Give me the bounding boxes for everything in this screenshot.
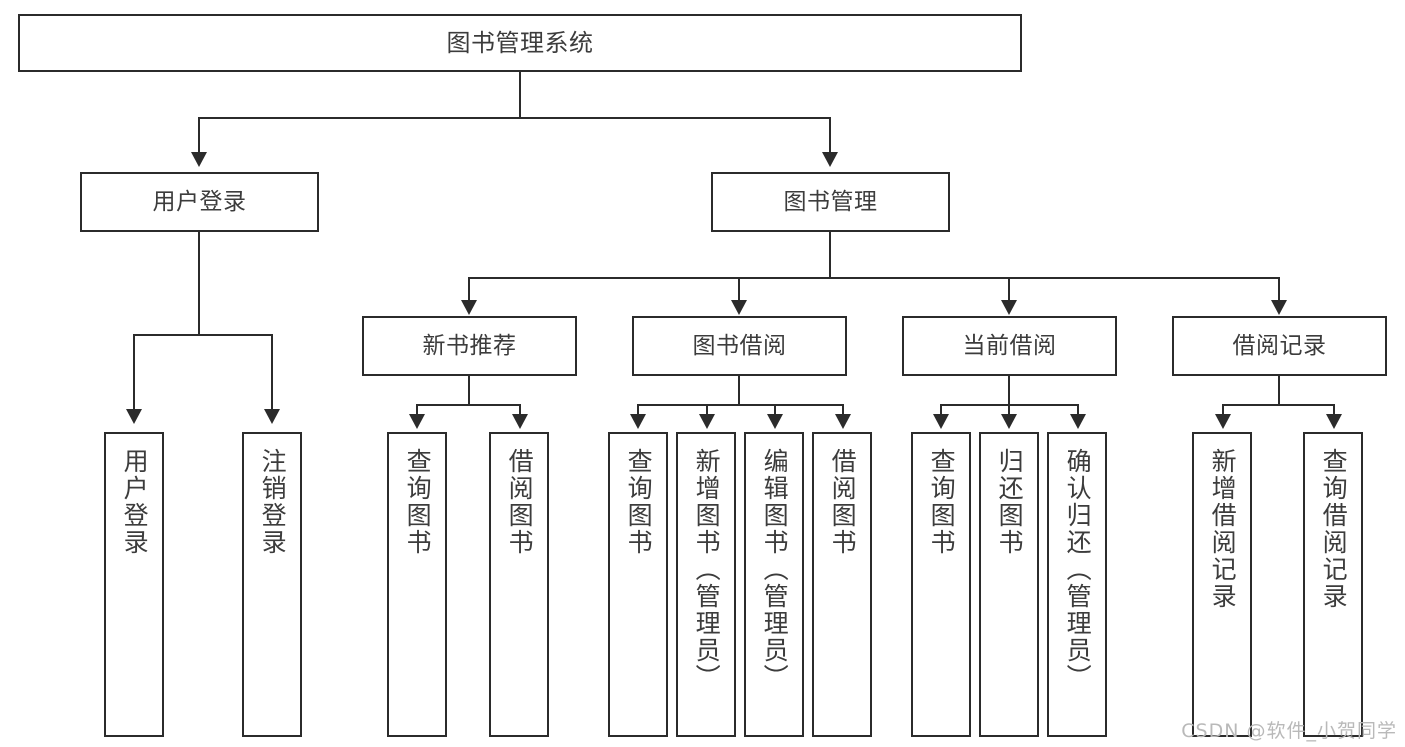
connector-to-borrow-record xyxy=(1278,277,1280,303)
connector-to-leaf-logout xyxy=(271,334,273,412)
node-label: 新增借阅记录 xyxy=(1208,448,1238,610)
arrowhead-leaf-logout xyxy=(264,409,280,424)
arrowhead-new-book-recommend xyxy=(461,300,477,315)
node-label: 查询借阅记录 xyxy=(1319,448,1349,610)
arrowhead-leaf-add-record xyxy=(1215,414,1231,429)
arrowhead-leaf-confirm-return xyxy=(1070,414,1086,429)
connector-new-book-recommend-stem xyxy=(468,376,470,405)
node-label: 归还图书 xyxy=(995,448,1025,556)
connector-root-stem xyxy=(519,72,521,118)
node-current-borrow[interactable]: 当前借阅 xyxy=(902,316,1117,376)
node-user-login[interactable]: 用户登录 xyxy=(80,172,319,232)
node-label: 图书管理系统 xyxy=(446,29,594,57)
arrowhead-user-login xyxy=(191,152,207,167)
node-label: 图书管理 xyxy=(783,188,878,215)
node-label: 新增图书（管理员） xyxy=(692,448,722,691)
node-label: 查询图书 xyxy=(927,448,957,556)
arrowhead-book-borrow xyxy=(731,300,747,315)
node-label: 查询图书 xyxy=(403,448,433,556)
connector-to-leaf-borrow-book-2 xyxy=(842,404,844,418)
node-borrow-record[interactable]: 借阅记录 xyxy=(1172,316,1387,376)
arrowhead-leaf-query-book-3 xyxy=(933,414,949,429)
node-label: 借阅图书 xyxy=(828,448,858,556)
leaf-edit-book[interactable]: 编辑图书（管理员） xyxy=(744,432,804,737)
arrowhead-current-borrow xyxy=(1001,300,1017,315)
node-new-book-recommend[interactable]: 新书推荐 xyxy=(362,316,577,376)
arrowhead-leaf-add-book xyxy=(699,414,715,429)
leaf-user-login[interactable]: 用户登录 xyxy=(104,432,164,737)
leaf-query-book-recommend[interactable]: 查询图书 xyxy=(387,432,447,737)
connector-to-leaf-query-book-1 xyxy=(416,404,418,418)
node-label: 编辑图书（管理员） xyxy=(760,448,790,691)
leaf-return-book[interactable]: 归还图书 xyxy=(979,432,1039,737)
connector-to-leaf-return-book xyxy=(1008,404,1010,418)
connector-to-book-manage xyxy=(829,117,831,155)
connector-new-book-recommend-bus xyxy=(416,404,520,406)
node-label: 用户登录 xyxy=(152,188,247,215)
connector-to-leaf-query-record xyxy=(1333,404,1335,418)
arrowhead-leaf-query-book-1 xyxy=(409,414,425,429)
arrowhead-leaf-query-record xyxy=(1326,414,1342,429)
connector-to-leaf-query-book-2 xyxy=(637,404,639,418)
node-root-book-management-system[interactable]: 图书管理系统 xyxy=(18,14,1022,72)
leaf-add-book[interactable]: 新增图书（管理员） xyxy=(676,432,736,737)
leaf-logout[interactable]: 注销登录 xyxy=(242,432,302,737)
node-label: 借阅图书 xyxy=(505,448,535,556)
arrowhead-leaf-edit-book xyxy=(767,414,783,429)
connector-borrow-record-stem xyxy=(1278,376,1280,405)
connector-to-leaf-query-book-3 xyxy=(940,404,942,418)
connector-book-manage-stem xyxy=(829,232,831,278)
leaf-borrow-book-recommend[interactable]: 借阅图书 xyxy=(489,432,549,737)
csdn-watermark: CSDN @软件_小贺同学 xyxy=(1181,720,1397,742)
connector-level1-bus xyxy=(198,117,831,119)
leaf-query-book-current[interactable]: 查询图书 xyxy=(911,432,971,737)
connector-to-leaf-add-book xyxy=(706,404,708,418)
arrowhead-leaf-borrow-book-1 xyxy=(512,414,528,429)
connector-to-leaf-confirm-return xyxy=(1077,404,1079,418)
connector-user-login-bus xyxy=(133,334,272,336)
connector-to-user-login xyxy=(198,117,200,155)
node-label: 图书借阅 xyxy=(692,332,787,359)
connector-book-borrow-stem xyxy=(738,376,740,405)
arrowhead-leaf-query-book-2 xyxy=(630,414,646,429)
node-label: 注销登录 xyxy=(258,448,288,556)
connector-to-new-book-recommend xyxy=(468,277,470,303)
connector-level2-bus xyxy=(468,277,1280,279)
leaf-query-record[interactable]: 查询借阅记录 xyxy=(1303,432,1363,737)
connector-to-current-borrow xyxy=(1008,277,1010,303)
node-label: 当前借阅 xyxy=(962,332,1057,359)
connector-to-leaf-borrow-book-1 xyxy=(519,404,521,418)
connector-to-leaf-edit-book xyxy=(774,404,776,418)
leaf-query-book-borrow[interactable]: 查询图书 xyxy=(608,432,668,737)
arrowhead-book-manage xyxy=(822,152,838,167)
connector-book-borrow-bus xyxy=(637,404,843,406)
arrowhead-leaf-borrow-book-2 xyxy=(835,414,851,429)
arrowhead-borrow-record xyxy=(1271,300,1287,315)
connector-user-login-stem xyxy=(198,232,200,335)
leaf-confirm-return[interactable]: 确认归还（管理员） xyxy=(1047,432,1107,737)
connector-borrow-record-bus xyxy=(1222,404,1334,406)
connector-current-borrow-stem xyxy=(1008,376,1010,405)
node-label: 查询图书 xyxy=(624,448,654,556)
node-label: 用户登录 xyxy=(120,448,150,556)
node-book-manage[interactable]: 图书管理 xyxy=(711,172,950,232)
node-label: 确认归还（管理员） xyxy=(1063,448,1093,691)
connector-to-leaf-user-login xyxy=(133,334,135,412)
leaf-add-record[interactable]: 新增借阅记录 xyxy=(1192,432,1252,737)
arrowhead-leaf-return-book xyxy=(1001,414,1017,429)
node-label: 新书推荐 xyxy=(422,332,517,359)
node-book-borrow[interactable]: 图书借阅 xyxy=(632,316,847,376)
leaf-borrow-book[interactable]: 借阅图书 xyxy=(812,432,872,737)
node-label: 借阅记录 xyxy=(1232,332,1327,359)
connector-to-leaf-add-record xyxy=(1222,404,1224,418)
connector-to-book-borrow xyxy=(738,277,740,303)
arrowhead-leaf-user-login xyxy=(126,409,142,424)
